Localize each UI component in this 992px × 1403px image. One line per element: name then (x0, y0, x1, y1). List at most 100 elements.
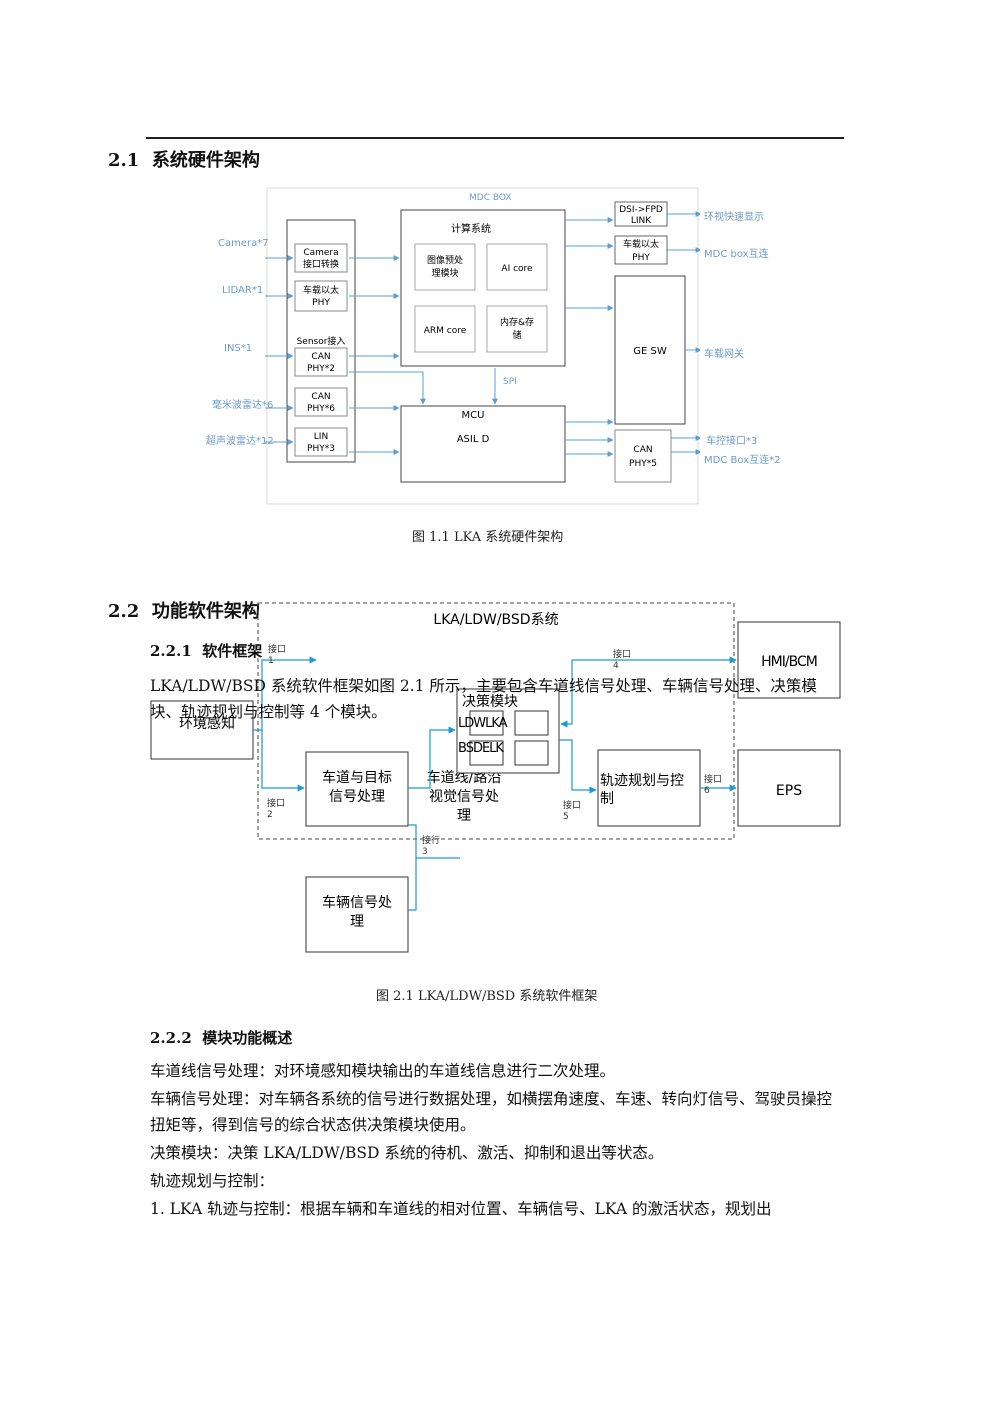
mcu-asil-label: ASIL D (457, 434, 490, 445)
subsection-number: 2.2.1 (150, 642, 192, 660)
module-description: 车道线信号处理：对环境感知模块输出的车道线信息进行二次处理。 车辆信号处理：对车… (150, 1058, 844, 1224)
eth-phy-left-label-2: PHY (312, 298, 330, 308)
camera-converter-label-1: Camera (303, 248, 338, 258)
can-phy6-label-2: PHY*6 (307, 404, 335, 414)
figure-2-caption: 图 2.1 LKA/LDW/BSD 系统软件框架 (376, 989, 598, 1004)
can-phy2-box (294, 347, 348, 377)
image-preprocess-box (414, 243, 476, 291)
eth-phy-right-label-1: 车载以太 (623, 238, 659, 250)
hmi-bcm-label: HMI/BCM (761, 654, 817, 670)
input-ins: INS*1 (224, 343, 253, 354)
ldw-sub-box (469, 710, 504, 736)
module-lane-processing: 车道线信号处理：对环境感知模块输出的车道线信息进行二次处理。 (150, 1062, 616, 1080)
lin-phy3-label-1: LIN (314, 432, 328, 442)
hardware-architecture-diagram: MDC BOX Camera 接口转换 车载以太 PHY Sensor接入 CA… (265, 187, 700, 505)
dsi-fpd-label-1: DSI->FPD (619, 205, 663, 215)
memory-storage-label-1: 内存&存 (500, 316, 534, 328)
can-phy5-label-1: CAN (633, 445, 652, 455)
module-lka-trajectory: 1. LKA 轨迹与控制：根据车辆和车道线的相对位置、车辆信号、LKA 的激活状… (150, 1200, 772, 1218)
eth-phy-left-label-1: 车载以太 (303, 284, 339, 296)
section-title: 功能软件架构 (151, 601, 260, 622)
iface5-label: 接口 (563, 799, 581, 811)
subsection-heading-framework: 2.2.1 软件框架 (150, 640, 262, 661)
vehicle-signal-box (305, 876, 409, 953)
mcu-title: MCU (462, 410, 485, 421)
can-phy6-box (294, 387, 348, 417)
output-mdc-link: MDC box互连 (704, 249, 769, 260)
iface3-label: 接行 (422, 834, 440, 846)
camera-converter-box (294, 243, 348, 273)
iface6-label: 接口 (704, 773, 722, 785)
arm-core-box (414, 305, 476, 353)
mcu-box (400, 405, 566, 483)
section-title: 系统硬件架构 (151, 150, 260, 171)
ge-switch-label: GE SW (633, 346, 667, 357)
eps-label: EPS (776, 783, 802, 799)
input-camera: Camera*7 (218, 238, 269, 249)
framework-intro-text: LKA/LDW/BSD 系统软件框架如图 2.1 所示，主要包含车道线信号处理、… (150, 677, 817, 721)
trajectory-label-2: 制 (600, 791, 614, 807)
image-preprocess-label-1: 图像预处 (427, 254, 463, 266)
arm-core-label: ARM core (424, 326, 467, 336)
section-number: 2.2 (108, 601, 140, 622)
section-heading-hardware: 2.1 系统硬件架构 (108, 146, 260, 172)
env-perception-label: 环境感知 (179, 715, 235, 732)
iface5-number: 5 (563, 812, 569, 822)
system-title: LKA/LDW/BSD系统 (433, 612, 558, 628)
dsi-fpd-label-2: LINK (631, 216, 652, 226)
sensor-access-label: Sensor接入 (297, 335, 346, 347)
elk-sub-box (514, 740, 549, 766)
module-trajectory: 轨迹规划与控制： (150, 1172, 275, 1190)
vehicle-signal-label-2: 理 (350, 914, 364, 930)
output-mdc-link2: MDC Box互连*2 (704, 455, 781, 466)
module-decision: 决策模块：决策 LKA/LDW/BSD 系统的待机、激活、抑制和退出等状态。 (150, 1144, 664, 1162)
input-lidar: LIDAR*1 (222, 285, 264, 296)
trajectory-label-1: 轨迹规划与控 (600, 773, 684, 789)
output-gateway: 车载网关 (704, 349, 744, 360)
ai-core-box (486, 243, 548, 291)
memory-storage-label-2: 储 (512, 329, 521, 341)
can-phy5-box (614, 429, 672, 483)
iface3-number: 3 (422, 847, 428, 857)
ldw-lka-label: LDWLKA (458, 716, 508, 731)
lka-sub-box (514, 710, 549, 736)
ge-switch-box (614, 275, 686, 425)
subsection-number: 2.2.2 (150, 1029, 192, 1047)
iface1-label: 接口 (268, 643, 286, 655)
bsd-elk-label: BSDELK (458, 741, 504, 756)
subsection-title: 软件框架 (202, 642, 263, 660)
figure-1-caption: 图 1.1 LKA 系统硬件架构 (412, 530, 564, 545)
can-phy6-label-1: CAN (311, 392, 330, 402)
output-vehicle-ctrl: 车控接口*3 (706, 436, 758, 447)
lane-target-label-2: 信号处理 (329, 789, 385, 805)
iface4-number: 4 (613, 661, 619, 671)
iface1-number: 1 (268, 656, 274, 666)
section-number: 2.1 (108, 150, 140, 171)
vehicle-signal-label-1: 车辆信号处 (322, 894, 392, 911)
lin-phy3-label-2: PHY*3 (307, 444, 335, 454)
lin-phy3-box (294, 427, 348, 457)
iface2-label: 接口 (267, 797, 285, 809)
mdc-box-label: MDC BOX (469, 193, 512, 203)
output-display: 环视快速显示 (704, 212, 764, 223)
trajectory-control-box (597, 749, 701, 827)
can-phy5-label-2: PHY*5 (629, 459, 657, 469)
lane-target-label-1: 车道与目标 (322, 769, 392, 786)
can-phy2-label-1: CAN (311, 352, 330, 362)
memory-storage-box (486, 305, 548, 353)
module-vehicle-processing: 车辆信号处理：对车辆各系统的信号进行数据处理，如横摆角速度、车速、转向灯信号、驾… (150, 1090, 833, 1134)
eth-phy-right-label-2: PHY (632, 253, 650, 263)
lane-target-box (305, 751, 409, 827)
camera-converter-label-2: 接口转换 (303, 258, 339, 270)
iface2-number: 2 (267, 810, 273, 820)
can-phy2-label-2: PHY*2 (307, 364, 335, 374)
iface4-label: 接口 (613, 648, 631, 660)
spi-label: SPI (503, 377, 517, 387)
ai-core-label: AI core (501, 264, 533, 274)
software-framework-diagram: LKA/LDW/BSD系统 环境感知 车道与目标 信号处理 车道线/路沿 视觉信… (150, 602, 841, 953)
bsd-sub-box (469, 740, 504, 766)
image-preprocess-label-2: 理模块 (431, 267, 458, 279)
iface6-number: 6 (704, 786, 710, 796)
eps-box (737, 749, 841, 827)
header-rule (146, 137, 844, 139)
